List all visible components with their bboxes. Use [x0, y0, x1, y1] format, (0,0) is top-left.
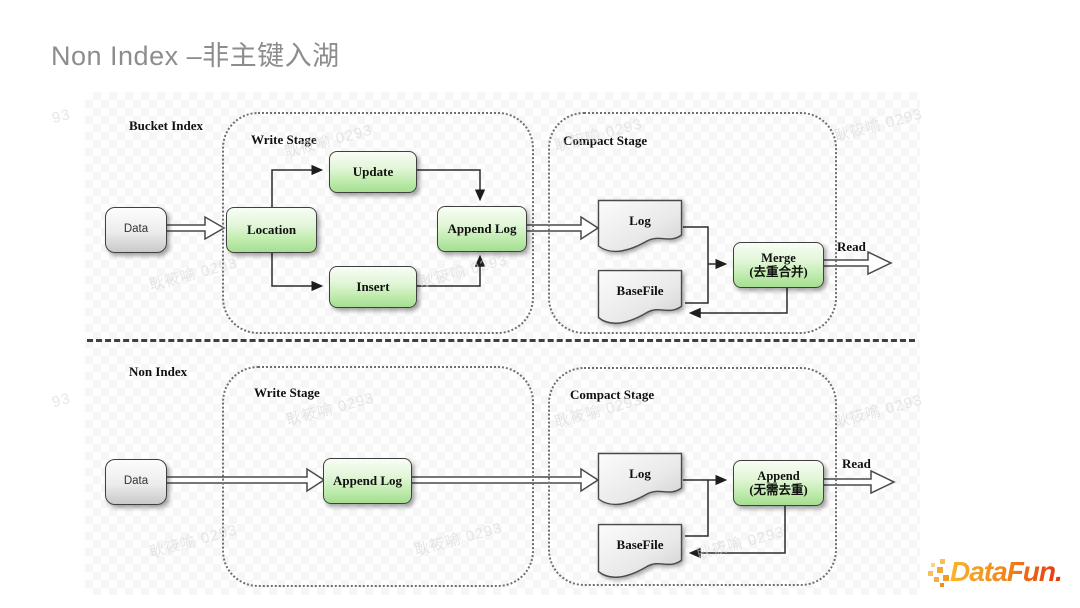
- appendlog-to-log-arrow: [524, 215, 600, 241]
- merge-node-note: (去重合并): [749, 265, 808, 279]
- compact-stage-label-bottom: Compact Stage: [570, 387, 655, 402]
- merge-read-arrow: [821, 250, 893, 276]
- read-label-bottom: Read: [842, 456, 871, 471]
- update-to-appendlog-line: [415, 169, 486, 202]
- compact-stage-container-top: [548, 112, 837, 334]
- location-node: Location: [226, 207, 317, 253]
- connector-layer: [164, 164, 896, 559]
- data-to-appendlog-arrow: [164, 467, 326, 493]
- insert-to-appendlog-line: [415, 254, 486, 287]
- write-stage-label-top: Write Stage: [251, 132, 317, 147]
- append-node: Append (无需去重): [733, 460, 824, 506]
- log-file-shape-bottom: Log: [597, 452, 683, 510]
- non-index-label: Non Index: [129, 364, 188, 379]
- location-to-update-line: [271, 164, 324, 207]
- update-node: Update: [329, 151, 417, 193]
- datafun-logo: DataFun.: [926, 556, 1063, 588]
- append-log-node-top: Append Log: [437, 206, 527, 252]
- document-icon: [597, 199, 683, 253]
- basefile-shape-top: BaseFile: [597, 269, 683, 329]
- logo-wordmark: DataFun.: [950, 556, 1063, 587]
- document-icon: [597, 523, 683, 578]
- appendlog-to-log-arrow-bottom: [409, 467, 600, 493]
- write-stage-label-bottom: Write Stage: [254, 385, 320, 400]
- append-log-node-bottom: Append Log: [323, 458, 412, 504]
- bucket-index-label: Bucket Index: [129, 118, 204, 133]
- basefile-label: BaseFile: [616, 537, 664, 553]
- read-label-top: Read: [837, 239, 866, 254]
- append-to-basefile-line: [688, 504, 786, 559]
- watermark: 93: [50, 105, 73, 128]
- log-basefile-junction-line: [683, 226, 709, 304]
- section-divider: [87, 339, 915, 342]
- junction-to-basefile-line: [685, 480, 709, 537]
- merge-node-title: Merge: [761, 250, 796, 265]
- write-stage-container-top: [222, 112, 534, 334]
- basefile-shape-bottom: BaseFile: [597, 523, 683, 583]
- compact-stage-label-top: Compact Stage: [563, 133, 648, 148]
- merge-node: Merge (去重合并): [733, 242, 824, 288]
- log-file-shape-top: Log: [597, 199, 683, 257]
- merge-to-basefile-line: [688, 286, 788, 319]
- append-node-note: (无需去重): [749, 483, 808, 497]
- document-icon: [597, 452, 683, 506]
- watermark: 93: [50, 389, 73, 412]
- location-to-insert-line: [271, 251, 324, 292]
- page-title: Non Index –非主键入湖: [51, 41, 340, 71]
- data-node-top: Data: [105, 207, 167, 253]
- log-file-label: Log: [629, 465, 651, 481]
- append-read-arrow: [821, 469, 896, 495]
- log-file-label: Log: [629, 212, 651, 228]
- insert-node: Insert: [329, 266, 417, 308]
- flow-diagram: Bucket Index Write Stage Compact Stage D…: [85, 92, 920, 595]
- append-node-title: Append: [757, 468, 800, 483]
- document-icon: [597, 269, 683, 324]
- data-to-location-arrow: [164, 215, 226, 241]
- compact-stage-container-bottom: [548, 367, 837, 586]
- data-node-bottom: Data: [105, 459, 167, 505]
- basefile-label: BaseFile: [616, 283, 664, 299]
- logo-pixels-icon: [928, 559, 949, 587]
- write-stage-container-bottom: [222, 366, 534, 587]
